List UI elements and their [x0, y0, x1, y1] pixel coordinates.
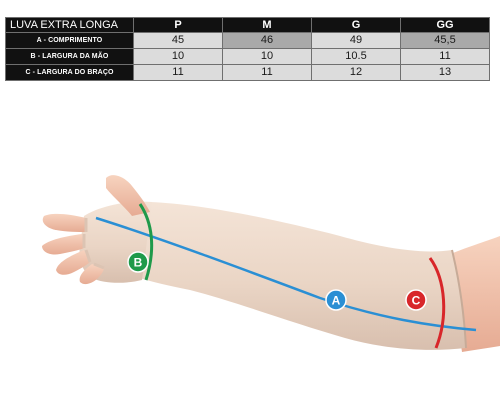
marker-c-circle — [405, 289, 427, 311]
size-header-p: P — [133, 17, 223, 33]
thumb-skin — [106, 175, 150, 216]
glove-sleeve — [140, 202, 466, 350]
finger-index — [42, 213, 86, 232]
table-cell: 13 — [400, 64, 490, 81]
marker-b-letter: B — [134, 256, 143, 270]
table-cell: 10 — [222, 48, 312, 65]
table-cell: 45 — [133, 32, 223, 49]
row-label-largura-braco: C - LARGURA DO BRAÇO — [5, 64, 134, 81]
marker-a-letter: A — [332, 294, 341, 308]
size-header-g: G — [311, 17, 401, 33]
table-cell: 12 — [311, 64, 401, 81]
marker-b: B — [127, 251, 149, 273]
table-cell: 11 — [400, 48, 490, 65]
table-cell: 11 — [133, 64, 223, 81]
table-cell: 11 — [222, 64, 312, 81]
marker-c: C — [405, 289, 427, 311]
glove-cuff-edge — [451, 249, 467, 349]
table-title: LUVA EXTRA LONGA — [5, 17, 134, 33]
finger-middle — [42, 234, 84, 255]
table-row: A - COMPRIMENTO 45 46 49 45,5 — [5, 32, 490, 49]
measurement-b-arc — [138, 203, 154, 281]
finger-ring — [56, 250, 90, 275]
size-header-gg: GG — [400, 17, 490, 33]
marker-b-circle — [127, 251, 149, 273]
finger-cuffs — [82, 218, 105, 270]
marker-a: A — [325, 289, 347, 311]
table-cell: 46 — [222, 32, 312, 49]
marker-c-letter: C — [412, 294, 421, 308]
marker-a-circle — [325, 289, 347, 311]
size-table: LUVA EXTRA LONGA P M G GG A - COMPRIMENT… — [5, 17, 490, 81]
finger-little — [79, 264, 104, 285]
measurement-c-arc — [428, 257, 446, 349]
measurement-a-line — [95, 216, 477, 332]
table-cell: 45,5 — [400, 32, 490, 49]
table-cell: 10 — [133, 48, 223, 65]
table-row: C - LARGURA DO BRAÇO 11 11 12 13 — [5, 64, 490, 81]
table-row: B - LARGURA DA MÃO 10 10 10.5 11 — [5, 48, 490, 65]
